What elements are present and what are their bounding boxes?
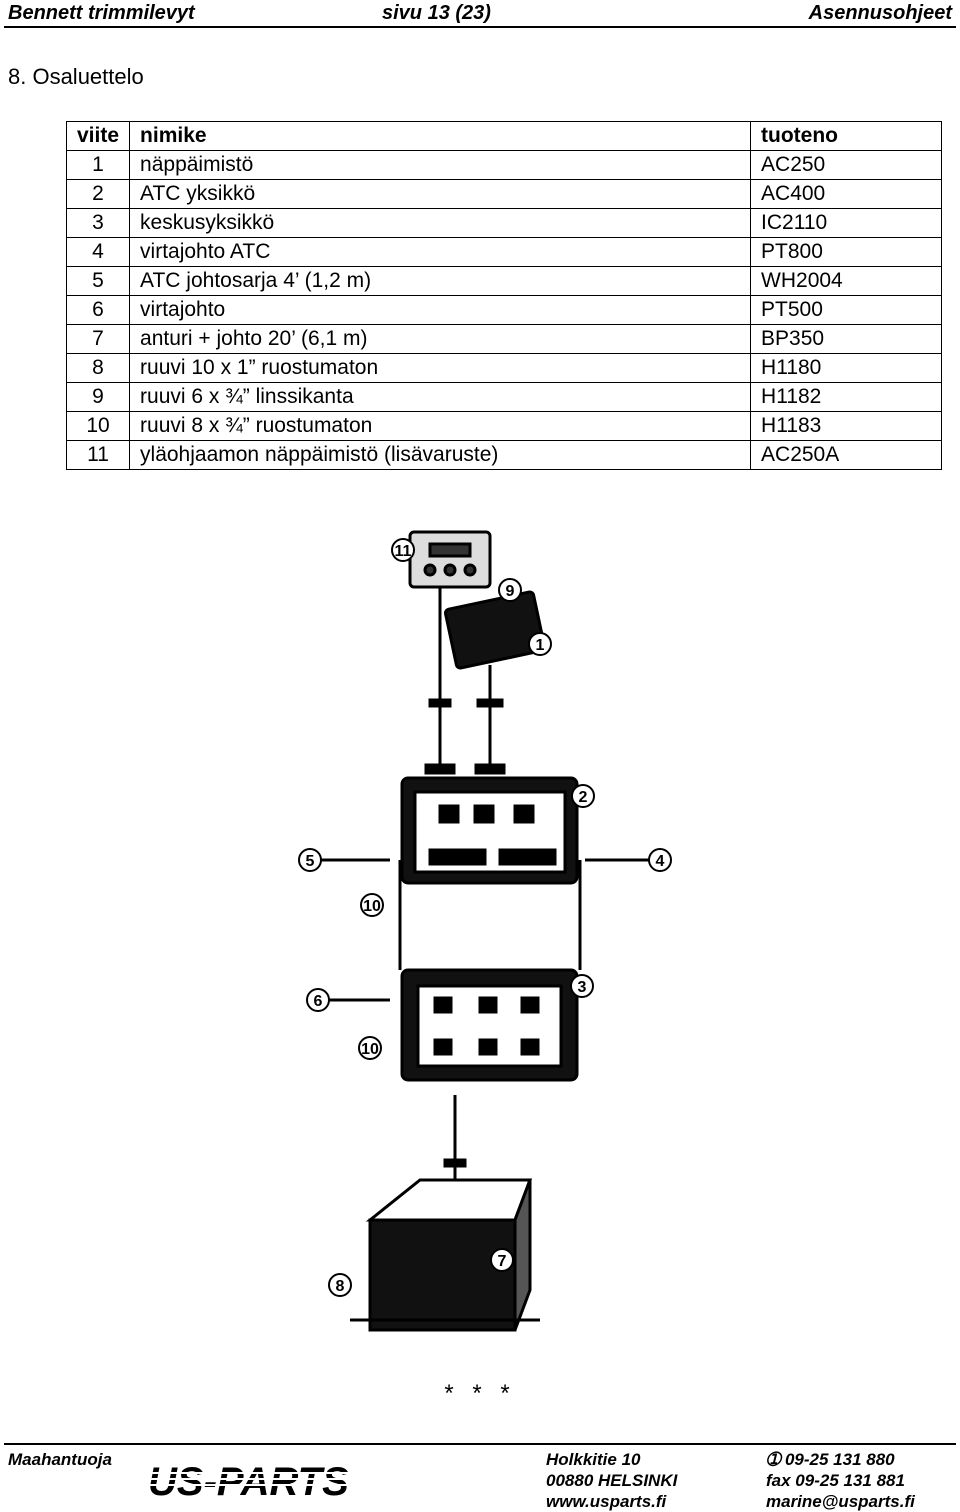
cell-code: H1180 <box>750 353 942 383</box>
footer-importer-label: Maahantuoja <box>8 1450 112 1469</box>
control-unit-illustration <box>310 968 579 1210</box>
cell-name: keskusyksikkö <box>129 208 752 238</box>
us-parts-logo: US-PARTS <box>144 1460 414 1503</box>
svg-text:6: 6 <box>314 993 323 1010</box>
cell-ref: 5 <box>65 266 131 296</box>
svg-text:9: 9 <box>506 583 515 600</box>
column-header-ref: viite <box>65 121 131 151</box>
callout-4: 4 <box>648 848 672 872</box>
svg-text:10: 10 <box>361 1041 379 1058</box>
cell-ref: 11 <box>65 440 131 470</box>
cell-name: virtajohto ATC <box>129 237 752 267</box>
svg-text:5: 5 <box>306 853 315 870</box>
svg-text:3: 3 <box>578 979 587 996</box>
cell-ref: 3 <box>65 208 131 238</box>
header-doc-type: Asennusohjeet <box>808 2 952 24</box>
column-header-code: tuoteno <box>750 121 942 151</box>
table-header-row: viite nimike tuoteno <box>65 121 942 151</box>
svg-text:US-PARTS: US-PARTS <box>148 1460 349 1503</box>
cell-name: yläohjaamon näppäimistö (lisävaruste) <box>129 440 752 470</box>
cell-ref: 10 <box>65 411 131 441</box>
cell-ref: 9 <box>65 382 131 412</box>
callout-2: 2 <box>571 784 595 808</box>
keypad-illustration <box>443 590 547 775</box>
svg-text:4: 4 <box>656 853 665 870</box>
cell-name: virtajohto <box>129 295 752 325</box>
page-footer: Maahantuoja US-PARTS Holkkitie 10 00880 … <box>4 1443 956 1512</box>
page-header: Bennett trimmilevyt sivu 13 (23) Asennus… <box>4 0 956 28</box>
installation-diagram: 11 9 1 2 5 4 10 6 3 10 7 8 <box>298 530 672 1332</box>
footer-fax: fax 09-25 131 881 <box>766 1471 905 1490</box>
callout-3: 3 <box>570 974 594 998</box>
callout-6: 6 <box>306 988 330 1012</box>
header-page-number: sivu 13 (23) <box>382 2 491 24</box>
cell-code: WH2004 <box>750 266 942 296</box>
callout-8: 8 <box>328 1273 352 1297</box>
cell-ref: 2 <box>65 179 131 209</box>
cell-code: H1182 <box>750 382 942 412</box>
cell-code: AC250A <box>750 440 942 470</box>
cell-ref: 4 <box>65 237 131 267</box>
footer-address-city: 00880 HELSINKI <box>546 1471 678 1490</box>
cell-ref: 6 <box>65 295 131 325</box>
sensor-illustration <box>350 1178 540 1332</box>
callout-10b: 10 <box>358 1036 382 1060</box>
header-title: Bennett trimmilevyt <box>8 2 195 24</box>
cell-ref: 1 <box>65 150 131 180</box>
callout-7: 7 <box>490 1248 514 1272</box>
callout-5: 5 <box>298 848 322 872</box>
svg-text:7: 7 <box>498 1253 507 1270</box>
cell-code: PT500 <box>750 295 942 325</box>
cell-name: ATC yksikkö <box>129 179 752 209</box>
svg-text:10: 10 <box>363 898 381 915</box>
section-separator: * * * <box>444 1380 516 1407</box>
section-title: 8. Osaluettelo <box>8 64 144 89</box>
footer-email-link[interactable]: marine@usparts.fi <box>766 1492 915 1511</box>
footer-website-link[interactable]: www.usparts.fi <box>546 1492 667 1511</box>
callout-1: 1 <box>528 632 552 656</box>
atc-unit-illustration <box>300 776 670 970</box>
footer-phone: ➀ 09-25 131 880 <box>766 1450 895 1469</box>
cell-name: näppäimistö <box>129 150 752 180</box>
callout-9: 9 <box>498 578 522 602</box>
cell-ref: 8 <box>65 353 131 383</box>
svg-text:11: 11 <box>395 543 412 560</box>
cell-code: PT800 <box>750 237 942 267</box>
svg-text:1: 1 <box>536 637 545 654</box>
cell-code: AC400 <box>750 179 942 209</box>
cell-code: H1183 <box>750 411 942 441</box>
cell-name: ruuvi 10 x 1” ruostumaton <box>129 353 752 383</box>
upper-keypad-illustration <box>408 530 492 775</box>
cell-code: BP350 <box>750 324 942 354</box>
svg-text:8: 8 <box>336 1278 345 1295</box>
svg-text:2: 2 <box>579 789 588 806</box>
cell-name: ruuvi 6 x ¾” linssikanta <box>129 382 752 412</box>
footer-address-street: Holkkitie 10 <box>546 1450 641 1469</box>
cell-code: AC250 <box>750 150 942 180</box>
cell-name: anturi + johto 20’ (6,1 m) <box>129 324 752 354</box>
cell-code: IC2110 <box>750 208 942 238</box>
callout-10a: 10 <box>360 893 384 917</box>
callout-11: 11 <box>391 538 415 562</box>
cell-name: ruuvi 8 x ¾” ruostumaton <box>129 411 752 441</box>
cell-name: ATC johtosarja 4’ (1,2 m) <box>129 266 752 296</box>
column-header-name: nimike <box>129 121 752 151</box>
cell-ref: 7 <box>65 324 131 354</box>
